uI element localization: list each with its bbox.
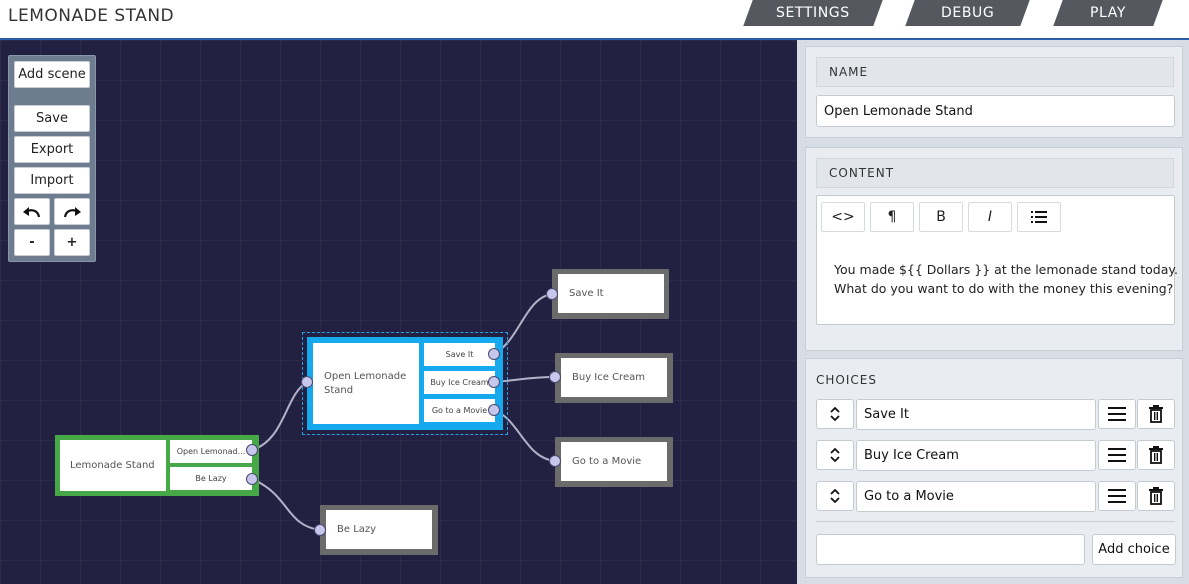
- node-choice[interactable]: Open Lemonad...: [170, 440, 252, 463]
- list-button[interactable]: [1017, 202, 1061, 232]
- input-port[interactable]: [314, 524, 326, 536]
- node-title: Buy Ice Cream: [561, 358, 667, 397]
- node-choice[interactable]: Go to a Movie: [424, 399, 495, 422]
- toolbox: Add scene Save Export Import - +: [8, 55, 96, 262]
- choice-input[interactable]: Buy Ice Cream: [856, 440, 1096, 471]
- menu-icon: [1108, 407, 1126, 421]
- output-port[interactable]: [488, 404, 500, 416]
- node-choice[interactable]: Save It: [424, 343, 495, 366]
- choices-card: CHOICES Save It Buy Ice Cream Go to a Mo…: [805, 358, 1183, 578]
- code-button[interactable]: <>: [821, 202, 865, 232]
- node-choice[interactable]: Buy Ice Cream: [424, 371, 495, 394]
- app-header: LEMONADE STAND SETTINGS DEBUG PLAY: [0, 0, 1189, 40]
- scene-node-be-lazy[interactable]: Be Lazy: [314, 505, 438, 555]
- tab-play[interactable]: PLAY: [1053, 0, 1163, 26]
- choice-details-button[interactable]: [1098, 481, 1136, 511]
- italic-button[interactable]: I: [968, 202, 1012, 232]
- reorder-handle[interactable]: [816, 481, 854, 511]
- node-title: Be Lazy: [326, 510, 432, 549]
- node-title: Open Lemonade Stand: [313, 343, 419, 424]
- sort-icon: [830, 447, 840, 463]
- tab-debug[interactable]: DEBUG: [905, 0, 1030, 26]
- delete-choice-button[interactable]: [1137, 399, 1175, 429]
- reorder-handle[interactable]: [816, 399, 854, 429]
- divider: [816, 521, 1175, 522]
- node-choice[interactable]: Be Lazy: [170, 467, 252, 490]
- add-scene-button[interactable]: Add scene: [14, 61, 90, 88]
- output-port[interactable]: [246, 444, 258, 456]
- undo-icon: [23, 206, 41, 217]
- choice-details-button[interactable]: [1098, 440, 1136, 470]
- content-header: CONTENT: [816, 158, 1174, 188]
- scene-node-lemonade-stand[interactable]: Lemonade Stand Open Lemonad... Be Lazy: [55, 435, 259, 496]
- output-port[interactable]: [488, 376, 500, 388]
- choice-input[interactable]: Save It: [856, 399, 1096, 430]
- redo-icon: [63, 206, 81, 217]
- scene-links: [251, 293, 556, 531]
- sort-icon: [830, 488, 840, 504]
- content-card: CONTENT <> ¶ B I You made ${{ Dollars }}…: [805, 147, 1183, 351]
- choice-details-button[interactable]: [1098, 399, 1136, 429]
- node-title: Go to a Movie: [561, 442, 667, 481]
- delete-choice-button[interactable]: [1137, 481, 1175, 511]
- tab-settings[interactable]: SETTINGS: [743, 0, 883, 26]
- node-title: Save It: [558, 274, 664, 313]
- output-port[interactable]: [246, 473, 258, 485]
- input-port[interactable]: [546, 288, 558, 300]
- input-port[interactable]: [301, 376, 313, 388]
- paragraph-button[interactable]: ¶: [870, 202, 914, 232]
- export-button[interactable]: Export: [14, 136, 90, 163]
- scene-name-input[interactable]: Open Lemonade Stand: [816, 95, 1175, 127]
- trash-icon: [1149, 446, 1163, 464]
- input-port[interactable]: [549, 455, 561, 467]
- sort-icon: [830, 406, 840, 422]
- menu-icon: [1108, 448, 1126, 462]
- input-port[interactable]: [549, 371, 561, 383]
- link-be-lazy: [251, 478, 321, 531]
- scene-node-save-it[interactable]: Save It: [546, 269, 669, 319]
- delete-choice-button[interactable]: [1137, 440, 1175, 470]
- scene-graph-canvas[interactable]: Add scene Save Export Import - + Lemonad…: [0, 40, 797, 584]
- output-port[interactable]: [488, 348, 500, 360]
- reorder-handle[interactable]: [816, 440, 854, 470]
- redo-button[interactable]: [54, 198, 90, 225]
- add-choice-button[interactable]: Add choice: [1092, 534, 1176, 565]
- import-button[interactable]: Import: [14, 167, 90, 194]
- choice-input[interactable]: Go to a Movie: [856, 481, 1096, 512]
- bold-button[interactable]: B: [919, 202, 963, 232]
- scene-inspector-panel: NAME Open Lemonade Stand CONTENT <> ¶ B …: [797, 40, 1189, 584]
- new-choice-input[interactable]: [816, 534, 1085, 565]
- save-button[interactable]: Save: [14, 105, 90, 132]
- scene-node-go-to-a-movie[interactable]: Go to a Movie: [549, 437, 673, 487]
- scene-node-open-lemonade-stand[interactable]: Open Lemonade Stand Save It Buy Ice Crea…: [301, 337, 503, 430]
- link-open-lemonade: [251, 381, 308, 451]
- zoom-out-button[interactable]: -: [14, 229, 50, 256]
- scene-node-buy-ice-cream[interactable]: Buy Ice Cream: [549, 353, 673, 403]
- menu-icon: [1108, 489, 1126, 503]
- choices-header: CHOICES: [816, 373, 877, 387]
- node-title: Lemonade Stand: [60, 440, 166, 491]
- list-icon: [1031, 211, 1047, 223]
- trash-icon: [1149, 405, 1163, 423]
- undo-button[interactable]: [14, 198, 50, 225]
- app-title: LEMONADE STAND: [8, 6, 175, 26]
- trash-icon: [1149, 487, 1163, 505]
- zoom-in-button[interactable]: +: [54, 229, 90, 256]
- name-card: NAME Open Lemonade Stand: [805, 46, 1183, 138]
- name-header: NAME: [816, 57, 1174, 87]
- content-editor[interactable]: <> ¶ B I You made ${{ Dollars }} at the …: [816, 195, 1178, 325]
- content-text[interactable]: You made ${{ Dollars }} at the lemonade …: [834, 262, 1178, 296]
